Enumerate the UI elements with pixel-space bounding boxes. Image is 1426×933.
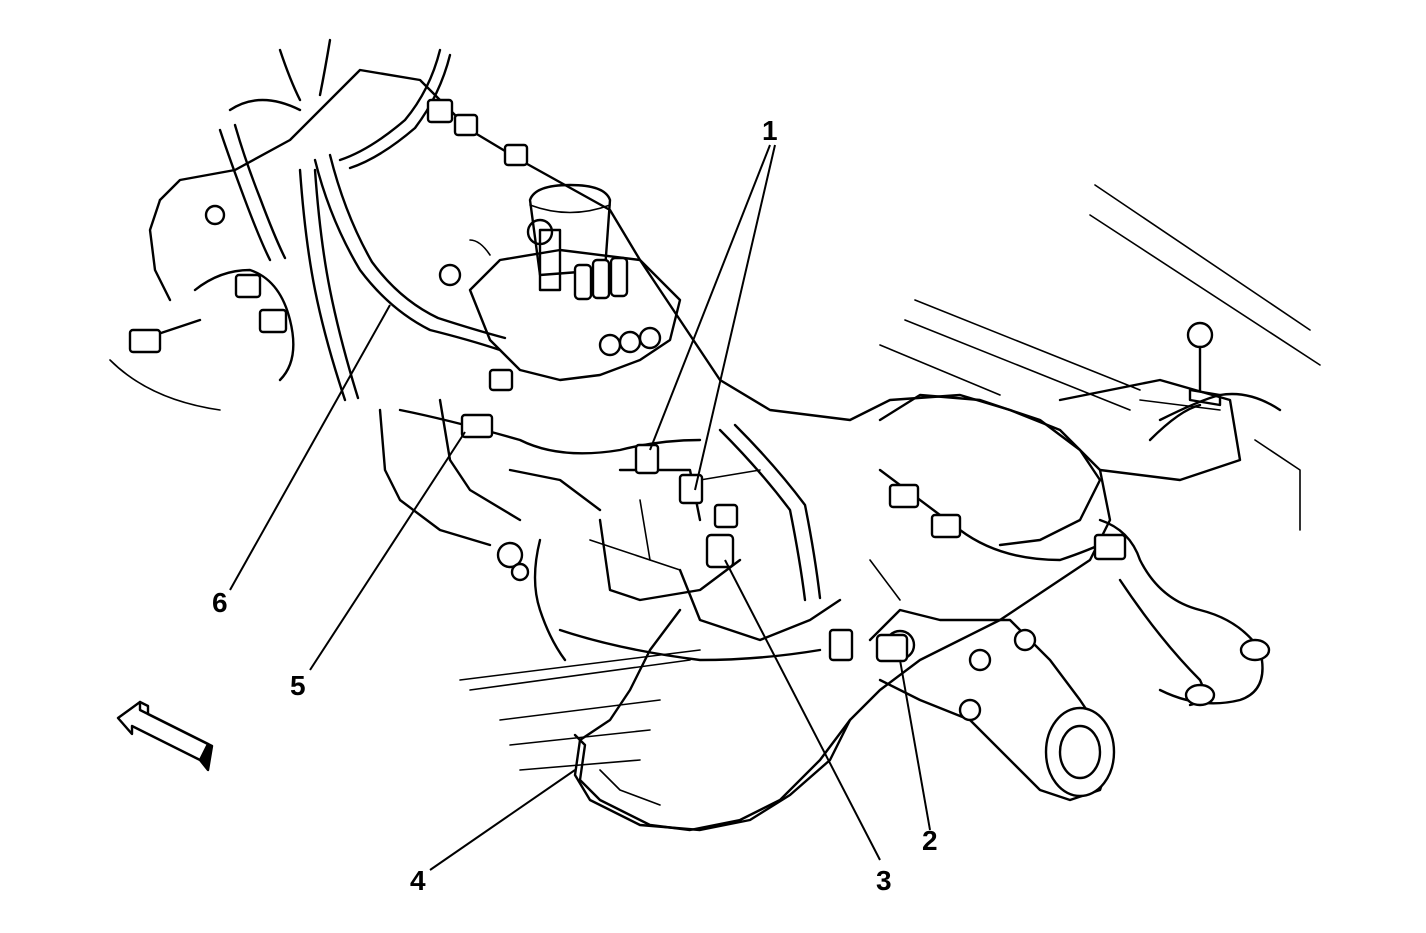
valve-body bbox=[468, 183, 682, 382]
callout-6: 6 bbox=[212, 587, 228, 618]
callout-labels: 1 2 3 4 5 6 bbox=[212, 115, 938, 896]
leader-1a bbox=[649, 144, 771, 451]
leader-1b bbox=[694, 144, 776, 491]
sensor-2 bbox=[875, 633, 909, 663]
connector-1a bbox=[634, 443, 660, 475]
leader-3 bbox=[724, 559, 881, 861]
connector-1b bbox=[678, 473, 704, 505]
callout-3: 3 bbox=[876, 865, 892, 896]
leader-lines bbox=[229, 144, 931, 871]
callout-4: 4 bbox=[410, 865, 426, 896]
leader-4 bbox=[429, 769, 576, 871]
extension-housing bbox=[868, 608, 1116, 802]
leader-5 bbox=[309, 431, 466, 671]
leader-6 bbox=[229, 304, 391, 591]
callout-1: 1 bbox=[762, 115, 778, 146]
callout-5: 5 bbox=[290, 670, 306, 701]
leader-2 bbox=[899, 659, 931, 831]
crossmember bbox=[878, 321, 1271, 707]
frame-rails bbox=[109, 184, 1321, 771]
connectors bbox=[128, 98, 1127, 663]
oil-pan bbox=[573, 608, 852, 832]
wiring-harness bbox=[138, 38, 1282, 662]
sensor-3 bbox=[705, 533, 735, 569]
front-direction-arrow-icon bbox=[116, 700, 214, 772]
connector-5 bbox=[460, 413, 494, 439]
callout-2: 2 bbox=[922, 825, 938, 856]
